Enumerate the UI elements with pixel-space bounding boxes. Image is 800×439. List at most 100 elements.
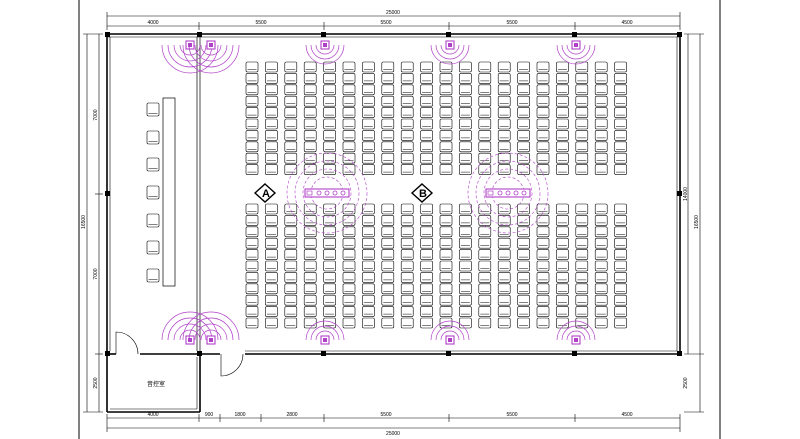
audience-seat xyxy=(517,152,530,164)
audience-seat xyxy=(303,237,317,249)
audience-seat xyxy=(420,130,433,141)
audience-seat xyxy=(323,215,336,226)
audience-seat xyxy=(614,164,627,175)
left-dimension-3: 2500 xyxy=(93,377,99,388)
audience-seat xyxy=(439,61,453,73)
audience-seat xyxy=(478,260,492,272)
audience-seat xyxy=(594,61,608,73)
audience-seat xyxy=(459,237,472,249)
audience-seat xyxy=(420,272,433,283)
audience-seat xyxy=(342,226,356,238)
audience-seat xyxy=(245,294,259,306)
stage-chair xyxy=(146,157,160,172)
audience-seat xyxy=(420,118,433,130)
audience-seat xyxy=(575,237,589,249)
audience-seat xyxy=(497,152,511,164)
audience-seat xyxy=(536,237,550,249)
audience-seat xyxy=(303,283,317,295)
audience-seat xyxy=(284,61,298,73)
audience-seat xyxy=(536,283,550,295)
audience-seat xyxy=(362,152,375,164)
audience-seat xyxy=(420,107,433,118)
audience-seat xyxy=(575,152,589,164)
audience-seat xyxy=(459,152,472,164)
audience-seat xyxy=(362,283,375,295)
audience-seat xyxy=(497,107,511,118)
audience-seat xyxy=(362,164,375,175)
audience-seat xyxy=(478,203,492,215)
audience-seat xyxy=(245,61,259,73)
audience-seat xyxy=(342,317,356,329)
stage-chair xyxy=(146,185,160,200)
audience-seat xyxy=(362,84,375,96)
audience-seat xyxy=(517,317,530,329)
audience-seat xyxy=(614,272,627,283)
audience-seat xyxy=(575,164,589,175)
audience-seat xyxy=(439,249,453,260)
audience-seat xyxy=(265,141,278,153)
audience-seat xyxy=(575,294,589,306)
audience-seat xyxy=(381,203,395,215)
audience-seat xyxy=(439,203,453,215)
audience-seat xyxy=(381,141,395,153)
audience-seat xyxy=(497,226,511,238)
stage-chair xyxy=(146,240,160,255)
audience-seat xyxy=(594,73,608,84)
audience-seat xyxy=(497,73,511,84)
audience-seat xyxy=(439,152,453,164)
audience-seat xyxy=(536,272,550,283)
audience-seat xyxy=(381,306,395,317)
audience-seat xyxy=(517,249,530,260)
audience-seat xyxy=(614,237,627,249)
audience-seat xyxy=(400,164,414,175)
audience-seat xyxy=(497,237,511,249)
audience-seat xyxy=(517,237,530,249)
speakers xyxy=(161,40,596,345)
audience-seat xyxy=(459,306,472,317)
audience-seat xyxy=(381,118,395,130)
audience-seat xyxy=(517,283,530,295)
audience-seat xyxy=(323,306,336,317)
audience-seat xyxy=(265,152,278,164)
audience-seat xyxy=(614,215,627,226)
audience-seat xyxy=(517,203,530,215)
left-dimension-1: 7000 xyxy=(93,109,99,120)
audience-seat xyxy=(497,272,511,283)
audience-seat xyxy=(556,249,569,260)
audience-seat xyxy=(517,226,530,238)
audience-seat xyxy=(497,249,511,260)
audience-seat xyxy=(245,164,259,175)
audience-seat xyxy=(323,260,336,272)
audience-seat xyxy=(245,317,259,329)
audience-seat xyxy=(284,283,298,295)
audience-seat xyxy=(342,294,356,306)
audience-seat xyxy=(459,61,472,73)
audience-seat xyxy=(594,306,608,317)
audience-seat xyxy=(536,294,550,306)
audience-seat xyxy=(362,317,375,329)
audience-seat xyxy=(265,164,278,175)
audience-seat xyxy=(517,130,530,141)
stage-chair xyxy=(146,102,160,117)
audience-seat xyxy=(439,84,453,96)
top-dimension-4: 5500 xyxy=(506,20,517,26)
audience-seat xyxy=(420,141,433,153)
audience-seat xyxy=(497,118,511,130)
audience-seat xyxy=(556,118,569,130)
audience-seat xyxy=(381,215,395,226)
audience-seat xyxy=(381,226,395,238)
audience-seat xyxy=(517,260,530,272)
audience-seat xyxy=(245,141,259,153)
audience-seat xyxy=(575,215,589,226)
audience-seat xyxy=(420,237,433,249)
audience-seat xyxy=(556,294,569,306)
audience-seat xyxy=(284,237,298,249)
audience-seat xyxy=(614,130,627,141)
audience-seat xyxy=(323,118,336,130)
audience-seat xyxy=(594,260,608,272)
audience-seat xyxy=(614,73,627,84)
audience-seat xyxy=(439,141,453,153)
audience-seat xyxy=(245,73,259,84)
audience-seat xyxy=(245,260,259,272)
audience-seat xyxy=(478,164,492,175)
